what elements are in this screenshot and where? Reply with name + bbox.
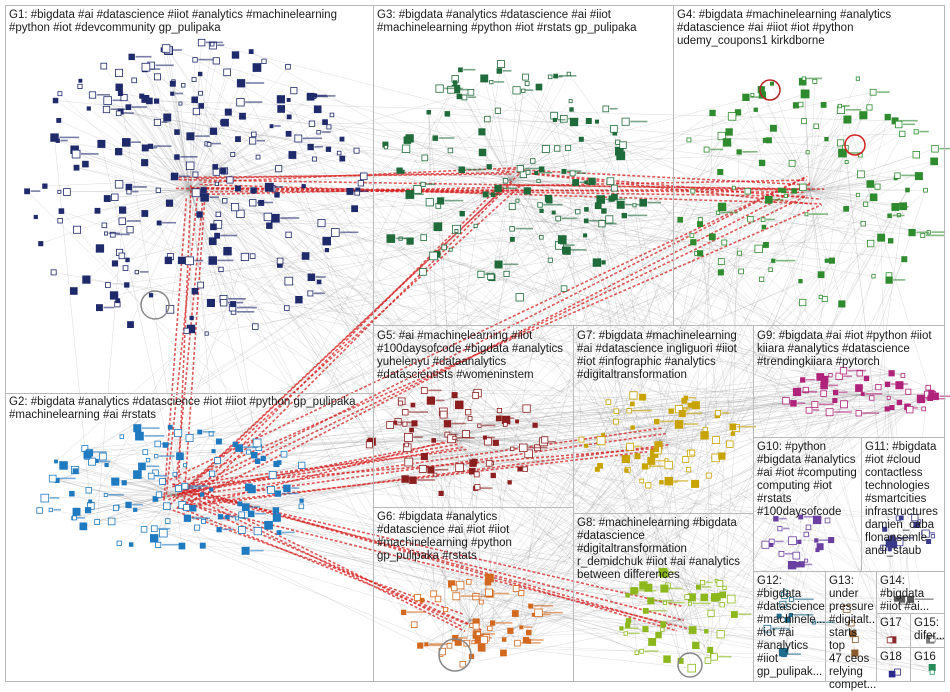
group-box-g4 <box>673 5 945 326</box>
group-label-g11: G11: #bigdata #iot #cloud contactless te… <box>865 441 944 558</box>
group-label-g15: G15: difer... <box>914 617 944 643</box>
group-label-g14: G14: #bigdata #iiot #ai... <box>880 575 944 613</box>
group-label-g4: G4: #bigdata #machinelearning #analytics… <box>677 9 942 48</box>
group-label-g6: G6: #bigdata #analytics #datascience #ai… <box>377 511 572 563</box>
group-label-g13: G13: under pressure #digitalt... starts … <box>829 575 876 692</box>
group-label-g12: G12: #bigdata #datascience #machinele...… <box>757 575 825 679</box>
group-label-g5: G5: #ai #machinelearning #iiot #100dayso… <box>377 330 572 382</box>
group-label-g10: G10: #python #bigdata #analytics #ai #io… <box>757 441 860 519</box>
group-label-g17: G17 <box>880 617 910 630</box>
group-box-g2 <box>5 393 374 682</box>
group-box-g3 <box>373 5 674 326</box>
group-label-g7: G7: #bigdata #machinelearning #ai #datas… <box>577 330 752 382</box>
group-box-g1 <box>5 5 374 394</box>
group-label-g16: G16 <box>914 651 944 664</box>
group-label-g2: G2: #bigdata #analytics #datascience #io… <box>9 396 371 422</box>
group-label-g8: G8: #machinelearning #bigdata #datascien… <box>577 517 752 582</box>
group-label-g9: G9: #bigdata #ai #iot #python #iiot kiia… <box>757 330 943 369</box>
group-label-g3: G3: #bigdata #analytics #datascience #ai… <box>377 9 671 35</box>
group-label-g1: G1: #bigdata #ai #datascience #iiot #ana… <box>9 9 371 35</box>
group-label-g18: G18 <box>880 651 910 664</box>
